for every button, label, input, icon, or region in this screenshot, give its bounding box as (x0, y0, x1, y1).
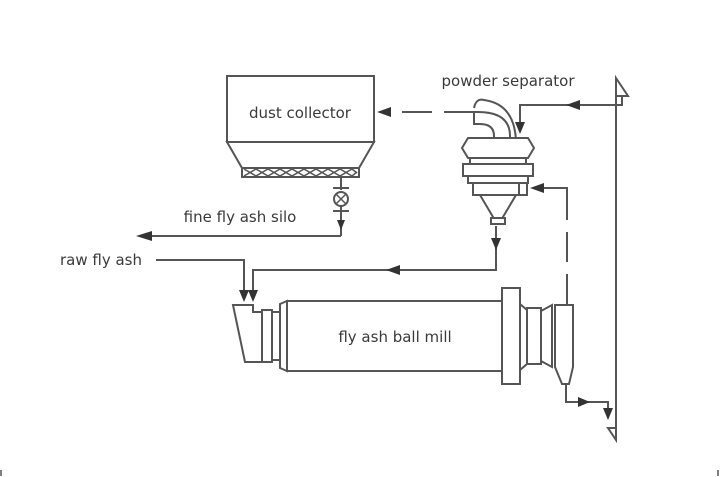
flow-coarse-return (248, 226, 501, 302)
arrow-left-icon (530, 183, 544, 193)
mill-feed-chute (231, 304, 263, 363)
arrow-down-icon (515, 122, 525, 134)
raw-fly-ash-label: raw fly ash (60, 251, 142, 269)
flow-elevator-to-separator (515, 100, 616, 134)
arrow-left-icon (136, 231, 152, 241)
separator-duct (473, 111, 511, 141)
flow-mill-to-separator (530, 183, 568, 304)
flow-separator-to-dust-collector (377, 107, 474, 117)
mill-inlet-ring (261, 309, 273, 363)
fine-fly-ash-silo-label: fine fly ash silo (184, 208, 297, 226)
mill-outlet-flange (501, 287, 521, 385)
arrow-down-icon (248, 290, 258, 302)
arrow-down-icon (239, 290, 249, 302)
valve-down-arrow (337, 220, 345, 230)
arrow-down-icon (603, 408, 613, 420)
separator-middle-ring (462, 163, 534, 177)
dust-collector: dust collector (225, 75, 376, 178)
dust-collector-label: dust collector (249, 104, 352, 122)
bucket-elevator (606, 74, 630, 444)
flow-mill-to-elevator (565, 384, 613, 420)
arrow-down-icon (491, 238, 501, 250)
dust-collector-hopper (225, 141, 376, 169)
screw-conveyor (241, 167, 360, 178)
mill-outlet-ring (526, 307, 542, 365)
flow-to-fine-silo: fine fly ash silo (136, 208, 341, 241)
separator-top-ring (460, 137, 536, 159)
elevator-boot (606, 427, 617, 444)
powder-separator: powder separator (442, 72, 576, 225)
flow-raw-fly-ash: raw fly ash (60, 251, 249, 302)
powder-separator-label: powder separator (442, 72, 576, 90)
rotary-valve (333, 177, 349, 236)
arrow-left-icon (377, 107, 391, 117)
mill-drum (286, 300, 503, 372)
screw-conveyor-flight (243, 168, 358, 177)
arrow-left-icon (566, 100, 580, 110)
elevator-head (615, 74, 630, 97)
separator-lower-body (472, 182, 524, 196)
mill-outlet-housing (554, 304, 574, 385)
ball-mill-label: fly ash ball mill (338, 328, 451, 346)
arrow-right-icon (578, 397, 590, 407)
dust-collector-body (226, 75, 375, 143)
arrow-left-icon (386, 265, 400, 275)
screw-conveyor-flight-2 (243, 168, 358, 177)
ball-mill: fly ash ball mill (231, 287, 574, 385)
